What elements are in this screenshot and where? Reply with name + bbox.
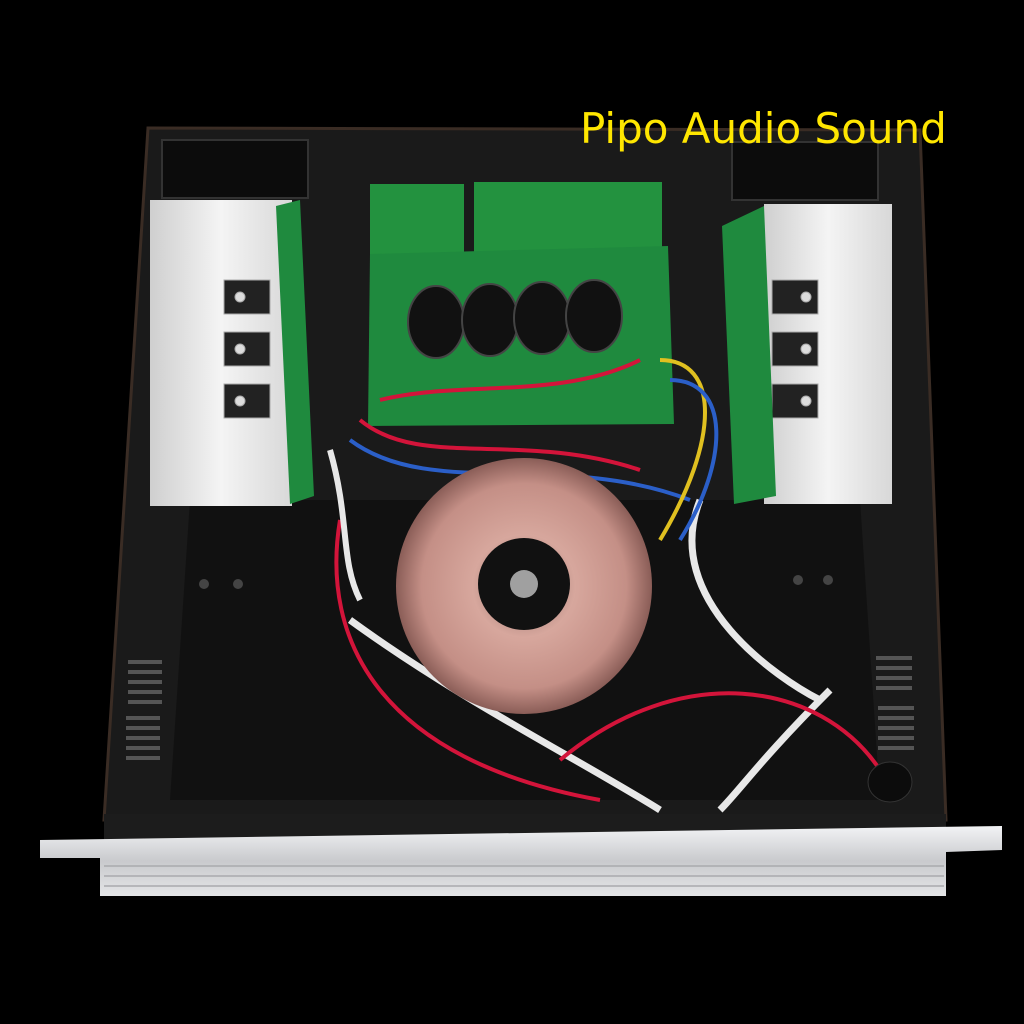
transistors-right	[771, 279, 819, 419]
filter-capacitors	[407, 279, 623, 359]
vent-right	[876, 656, 914, 750]
front-panel	[40, 826, 1002, 896]
transistors-left	[223, 279, 271, 419]
heatsink-left	[150, 200, 292, 506]
front-panel-grooves	[104, 865, 944, 887]
power-switch	[867, 761, 913, 803]
pcb-control-board	[474, 182, 662, 252]
pcb-input-board	[370, 184, 464, 254]
pcb-right-channel	[722, 206, 776, 504]
vent-left	[126, 660, 162, 760]
wiring	[327, 358, 882, 813]
transformer-bolt	[510, 570, 538, 598]
watermark-text: Pipo Audio Sound	[580, 104, 947, 153]
fan-right	[731, 141, 879, 201]
mounting-screws	[199, 575, 833, 589]
pcb-left-channel	[276, 200, 314, 504]
fan-left	[161, 139, 309, 199]
